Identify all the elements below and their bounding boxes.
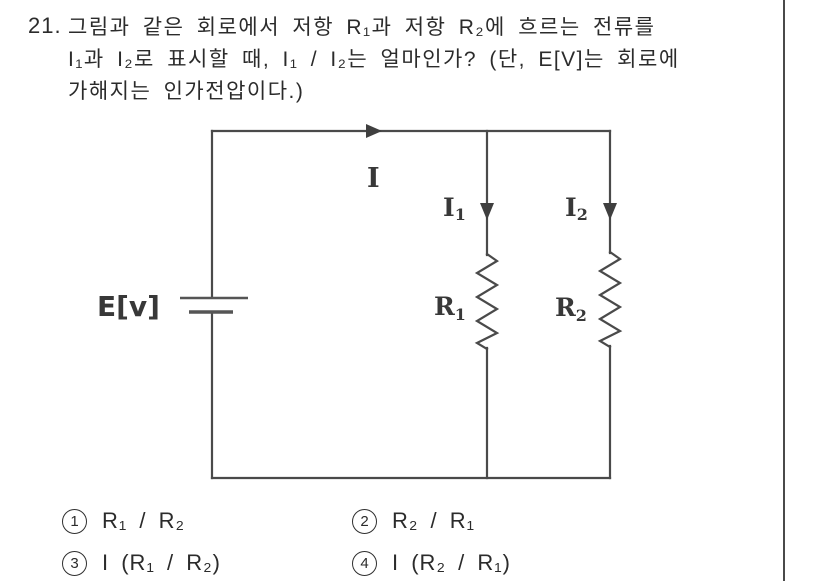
answer-option-2: 2 R₂ / R₁ — [352, 506, 475, 536]
option-formula: I (R₂ / R₁) — [392, 550, 511, 575]
option-formula: I (R₁ / R₂) — [102, 550, 221, 575]
total-current-label: I — [367, 163, 380, 194]
question-number: 21. — [28, 13, 62, 38]
resistor1-label: R1 — [434, 292, 466, 324]
total-current-arrow-icon — [366, 124, 382, 138]
question-line-1: 그림과 같은 회로에서 저항 R₁과 저항 R₂에 흐르는 전류를 — [68, 16, 656, 39]
option-number-badge: 3 — [62, 550, 87, 576]
option-number-badge: 4 — [352, 550, 377, 576]
answer-option-4: 4 I (R₂ / R₁) — [352, 548, 511, 578]
question-text: 그림과 같은 회로에서 저항 R₁과 저항 R₂에 흐르는 전류를 I₁과 I₂… — [68, 12, 798, 108]
option-formula: R₁ / R₂ — [102, 508, 186, 533]
question-line-2: I₁과 I₂로 표시할 때, I₁ / I₂는 얼마인가? (단, E[V]는 … — [68, 48, 680, 71]
option-number-badge: 2 — [352, 508, 377, 534]
answer-option-1: 1 R₁ / R₂ — [62, 506, 185, 536]
source-voltage-label: E[v] — [97, 290, 160, 323]
resistor2-label: R2 — [555, 293, 587, 325]
battery-icon — [180, 296, 248, 314]
i2-arrow-icon — [603, 203, 617, 220]
option-formula: R₂ / R₁ — [392, 508, 476, 533]
resistor-r2-icon — [597, 250, 623, 349]
branch1-current-label: I1 — [443, 193, 466, 224]
question-line-3: 가해지는 인가전압이다.) — [68, 80, 305, 103]
branch2-current-label: I2 — [565, 193, 588, 224]
i1-arrow-icon — [480, 203, 494, 220]
answer-option-3: 3 I (R₁ / R₂) — [62, 548, 221, 578]
column-divider — [783, 0, 785, 581]
resistor-r1-icon — [474, 252, 500, 351]
option-number-badge: 1 — [62, 508, 87, 534]
